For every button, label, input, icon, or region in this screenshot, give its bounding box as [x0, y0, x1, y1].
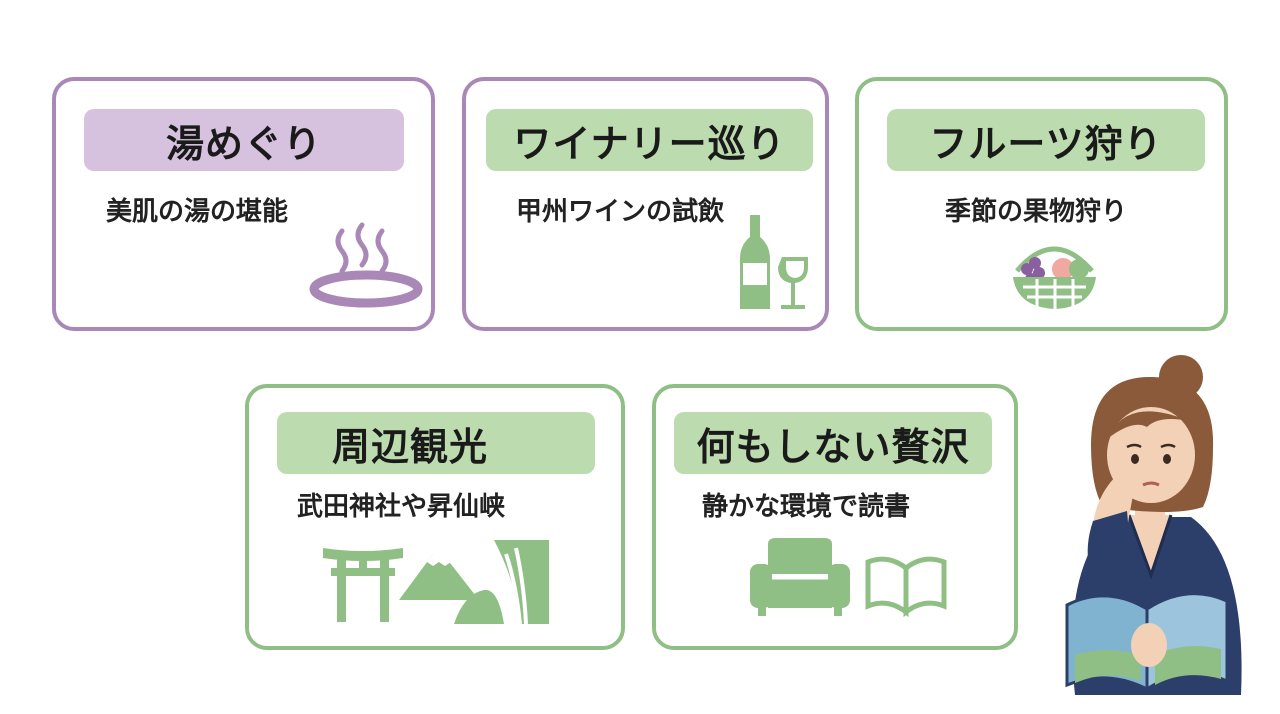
card-subtitle: 武田神社や昇仙峡 — [297, 492, 506, 522]
card-onsen: 湯めぐり 美肌の湯の堪能 — [52, 77, 435, 331]
hot-spring-icon — [309, 222, 423, 308]
card-subtitle: 季節の果物狩り — [945, 197, 1128, 227]
mountain-icon — [399, 554, 479, 600]
card-title: 周辺観光 — [277, 412, 595, 474]
card-title: 何もしない贅沢 — [674, 412, 992, 474]
open-book-icon — [865, 556, 947, 618]
card-title: ワイナリー巡り — [486, 109, 813, 171]
card-sightseeing: 周辺観光 武田神社や昇仙峡 — [245, 384, 625, 650]
card-winery: ワイナリー巡り 甲州ワインの試飲 — [462, 77, 829, 331]
card-subtitle: 甲州ワインの試飲 — [516, 197, 725, 227]
card-relax: 何もしない贅沢 静かな環境で読書 — [652, 384, 1018, 650]
card-subtitle: 美肌の湯の堪能 — [106, 197, 289, 227]
fruit-basket-icon — [1013, 246, 1096, 309]
waterfall-icon — [454, 540, 549, 625]
card-subtitle: 静かな環境で読書 — [702, 492, 911, 522]
card-title: フルーツ狩り — [887, 109, 1205, 171]
card-title: 湯めぐり — [84, 109, 404, 171]
woman-reading-icon — [1065, 355, 1242, 695]
wine-icon — [740, 215, 808, 309]
card-fruit: フルーツ狩り 季節の果物狩り — [855, 77, 1228, 331]
torii-icon — [323, 548, 403, 622]
armchair-icon — [750, 538, 850, 616]
